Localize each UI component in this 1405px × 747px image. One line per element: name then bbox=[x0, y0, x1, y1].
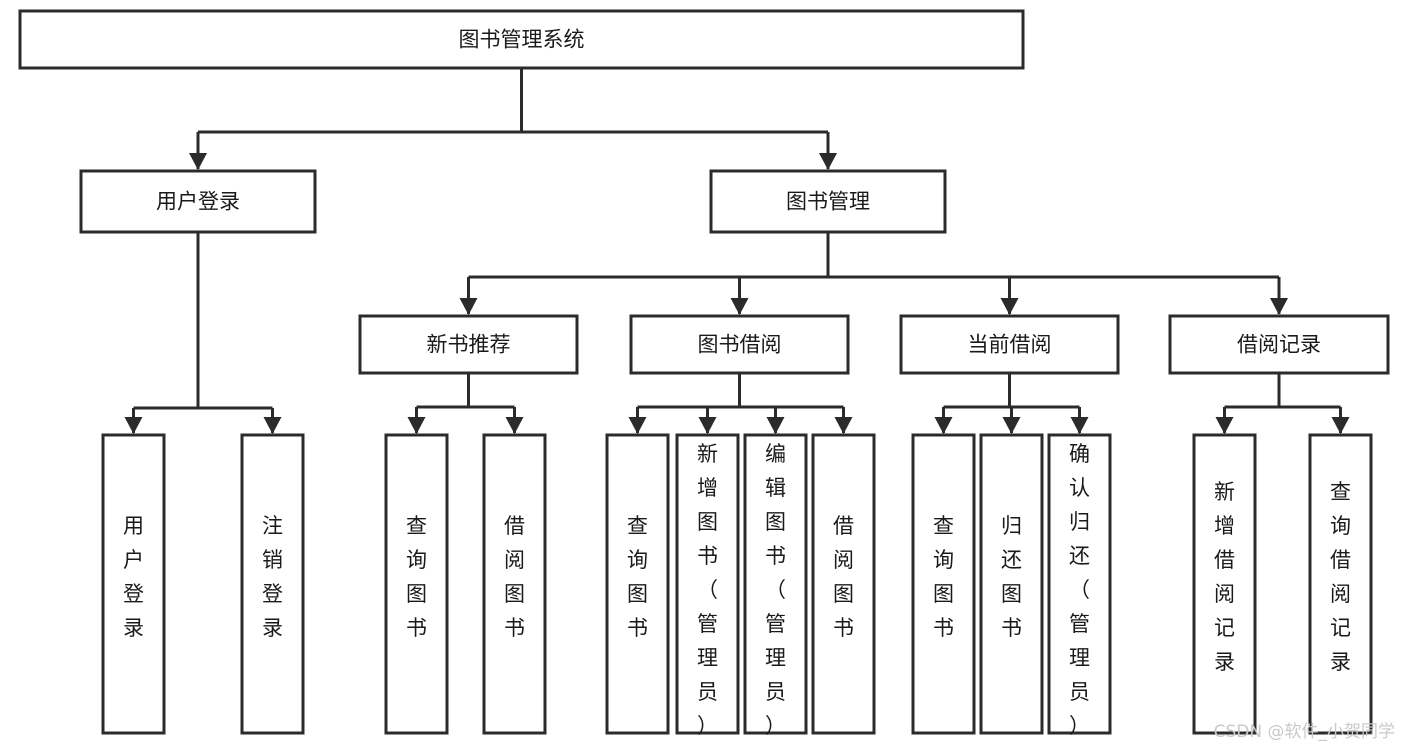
node-label-cb-query-book: 查询图书 bbox=[933, 514, 954, 640]
node-label-root: 图书管理系统 bbox=[459, 28, 585, 52]
node-label-current-borrow: 当前借阅 bbox=[968, 333, 1052, 357]
node-box-root bbox=[18, 9, 1025, 70]
node-label-user-login: 用户登录 bbox=[156, 190, 240, 214]
node-user-logout-leaf[interactable]: 注销登录 bbox=[240, 433, 305, 735]
node-label-book-borrow: 图书借阅 bbox=[698, 333, 782, 357]
node-label-user-login-leaf: 用户登录 bbox=[123, 514, 144, 640]
arrow-head-icon bbox=[189, 153, 207, 170]
csdn-watermark: CSDN @软件_小贺同学 bbox=[1213, 722, 1395, 742]
node-new-book-recommend[interactable]: 新书推荐 bbox=[358, 314, 579, 375]
arrow-head-icon bbox=[1000, 298, 1019, 315]
node-label-br-query-record: 查询借阅记录 bbox=[1330, 480, 1351, 674]
arrow-head-icon bbox=[698, 417, 717, 434]
node-box-bb-borrow-book bbox=[811, 433, 876, 735]
node-box-cb-query-book bbox=[911, 433, 976, 735]
arrow-head-icon bbox=[628, 417, 647, 434]
node-box-nbr-query-book bbox=[384, 433, 449, 735]
node-box-br-add-record bbox=[1192, 433, 1257, 735]
node-label-book-management: 图书管理 bbox=[786, 190, 870, 214]
node-box-bb-query-book bbox=[605, 433, 670, 735]
node-cb-confirm-return[interactable]: 确认归还（管理员） bbox=[1047, 433, 1112, 738]
node-label-bb-query-book: 查询图书 bbox=[627, 514, 648, 640]
node-box-current-borrow bbox=[899, 314, 1120, 375]
node-label-cb-confirm-return: 确认归还（管理员） bbox=[1069, 442, 1090, 738]
node-nbr-query-book[interactable]: 查询图书 bbox=[384, 433, 449, 735]
node-label-nbr-query-book: 查询图书 bbox=[406, 514, 427, 640]
node-box-nbr-borrow-book bbox=[482, 433, 547, 735]
node-box-cb-return-book bbox=[979, 433, 1044, 735]
arrow-head-icon bbox=[834, 417, 853, 434]
node-box-bb-add-book bbox=[675, 433, 740, 735]
node-book-borrow[interactable]: 图书借阅 bbox=[629, 314, 850, 375]
arrow-head-icon bbox=[766, 417, 785, 434]
node-label-br-add-record: 新增借阅记录 bbox=[1214, 480, 1235, 674]
node-box-br-query-record bbox=[1308, 433, 1373, 735]
node-borrow-record[interactable]: 借阅记录 bbox=[1168, 314, 1390, 375]
node-label-cb-return-book: 归还图书 bbox=[1001, 514, 1022, 640]
arrow-head-icon bbox=[263, 417, 282, 434]
arrow-head-icon bbox=[459, 298, 478, 315]
arrow-head-icon bbox=[934, 417, 953, 434]
node-box-new-book-recommend bbox=[358, 314, 579, 375]
node-cb-query-book[interactable]: 查询图书 bbox=[911, 433, 976, 735]
node-book-management[interactable]: 图书管理 bbox=[709, 169, 947, 234]
node-root[interactable]: 图书管理系统 bbox=[18, 9, 1025, 70]
node-label-user-logout-leaf: 注销登录 bbox=[262, 514, 283, 640]
node-box-borrow-record bbox=[1168, 314, 1390, 375]
node-current-borrow[interactable]: 当前借阅 bbox=[899, 314, 1120, 375]
arrow-head-icon bbox=[1215, 417, 1234, 434]
arrow-head-icon bbox=[124, 417, 143, 434]
node-box-book-borrow bbox=[629, 314, 850, 375]
node-cb-return-book[interactable]: 归还图书 bbox=[979, 433, 1044, 735]
node-user-login-leaf[interactable]: 用户登录 bbox=[101, 433, 166, 735]
arrow-head-icon bbox=[1070, 417, 1089, 434]
node-label-bb-borrow-book: 借阅图书 bbox=[833, 514, 854, 640]
arrow-head-icon bbox=[1270, 298, 1288, 315]
node-bb-edit-book[interactable]: 编辑图书（管理员） bbox=[743, 433, 808, 738]
node-label-new-book-recommend: 新书推荐 bbox=[427, 333, 511, 357]
node-bb-query-book[interactable]: 查询图书 bbox=[605, 433, 670, 735]
node-layer: 图书管理系统用户登录用户登录注销登录图书管理新书推荐查询图书借阅图书图书借阅查询… bbox=[18, 9, 1390, 738]
node-bb-add-book[interactable]: 新增图书（管理员） bbox=[675, 433, 740, 738]
node-user-login[interactable]: 用户登录 bbox=[79, 169, 317, 234]
node-box-user-login-leaf bbox=[101, 433, 166, 735]
node-label-nbr-borrow-book: 借阅图书 bbox=[504, 514, 525, 640]
arrow-head-icon bbox=[505, 417, 524, 434]
node-br-add-record[interactable]: 新增借阅记录 bbox=[1192, 433, 1257, 735]
node-nbr-borrow-book[interactable]: 借阅图书 bbox=[482, 433, 547, 735]
node-label-bb-edit-book: 编辑图书（管理员） bbox=[765, 442, 786, 738]
node-box-bb-edit-book bbox=[743, 433, 808, 735]
connector-layer bbox=[124, 68, 1350, 434]
arrow-head-icon bbox=[819, 153, 837, 170]
arrow-head-icon bbox=[730, 298, 749, 315]
arrow-head-icon bbox=[1331, 417, 1350, 434]
arrow-head-icon bbox=[407, 417, 426, 434]
arrow-head-icon bbox=[1002, 417, 1021, 434]
node-label-borrow-record: 借阅记录 bbox=[1237, 333, 1321, 357]
node-label-bb-add-book: 新增图书（管理员） bbox=[697, 442, 718, 738]
node-box-book-management bbox=[709, 169, 947, 234]
node-box-cb-confirm-return bbox=[1047, 433, 1112, 735]
node-br-query-record[interactable]: 查询借阅记录 bbox=[1308, 433, 1373, 735]
node-box-user-login bbox=[79, 169, 317, 234]
node-box-user-logout-leaf bbox=[240, 433, 305, 735]
node-bb-borrow-book[interactable]: 借阅图书 bbox=[811, 433, 876, 735]
